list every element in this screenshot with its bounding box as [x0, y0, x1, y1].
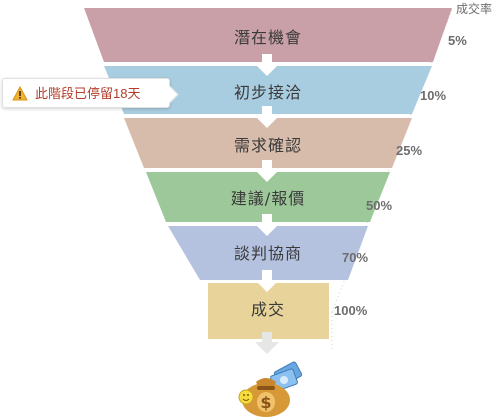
down-arrow-icon [255, 106, 279, 128]
stage-3-band[interactable] [124, 118, 412, 168]
stage-label-5: 談判協商 [233, 244, 302, 263]
stage-stale-tooltip: 此階段已停留18天 [2, 78, 179, 108]
down-arrow-icon [255, 270, 279, 292]
warning-icon [12, 86, 28, 101]
stage-rate-6: 100% [334, 303, 368, 318]
stage-label-1: 潛在機會 [233, 28, 302, 47]
down-arrow-icon [255, 332, 279, 354]
stage-label-4: 建議/報價 [230, 189, 306, 208]
guide-lines [331, 9, 453, 352]
stage-label-3: 需求確認 [233, 136, 302, 155]
stage-rate-2: 10% [420, 88, 447, 103]
down-arrow-icon [255, 214, 279, 236]
stage-label-2: 初步接洽 [233, 83, 302, 102]
stage-1-band[interactable] [84, 8, 452, 62]
stage-2-band[interactable] [104, 66, 432, 114]
conversion-rate-header: 成交率 [456, 2, 493, 16]
stage-6-band[interactable] [208, 283, 329, 339]
down-arrow-icon [255, 54, 279, 76]
stage-4-band[interactable] [146, 172, 390, 222]
stage-rate-3: 25% [396, 143, 423, 158]
stage-rate-1: 5% [448, 33, 467, 48]
stage-arrows [255, 54, 279, 354]
tooltip-text: 此階段已停留18天 [35, 86, 141, 101]
stage-label-6: 成交 [250, 300, 285, 319]
down-arrow-icon [255, 160, 279, 182]
svg-text:$: $ [260, 393, 271, 412]
money-bag-icon: $ [238, 361, 303, 417]
stage-5-band[interactable] [168, 226, 368, 280]
stage-rate-4: 50% [366, 198, 393, 213]
stage-rate-5: 70% [342, 250, 369, 265]
